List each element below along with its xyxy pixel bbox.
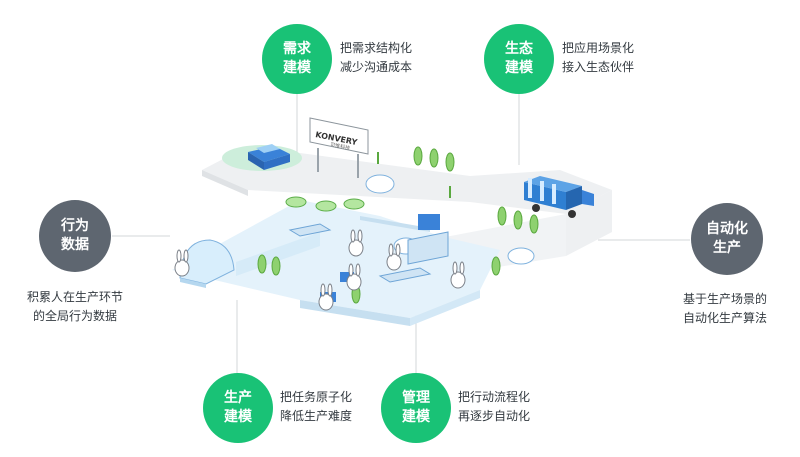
road-top bbox=[202, 146, 612, 214]
node-demand-modeling: 需求 建模 bbox=[262, 24, 332, 94]
desc-production-line2: 降低生产难度 bbox=[280, 409, 353, 423]
node-demand-line1: 需求 bbox=[283, 41, 311, 57]
node-automated-production: 自动化 生产 bbox=[691, 203, 763, 275]
node-management-modeling: 管理 建模 bbox=[381, 373, 451, 443]
node-ecosystem-line2: 建模 bbox=[505, 60, 533, 76]
desc-ecosystem: 把应用场景化 接入生态伙伴 bbox=[562, 39, 634, 77]
mascot-icons bbox=[174, 229, 466, 311]
desc-management: 把行动流程化 再逐步自动化 bbox=[458, 388, 530, 426]
desc-automation: 基于生产场景的 自动化生产算法 bbox=[650, 290, 800, 328]
node-automation-line2: 生产 bbox=[713, 240, 741, 256]
desc-production-line1: 把任务原子化 bbox=[280, 390, 353, 404]
node-production-line1: 生产 bbox=[224, 390, 252, 406]
node-management-line2: 建模 bbox=[402, 409, 430, 425]
desc-behavior: 积累人在生产环节 的全局行为数据 bbox=[0, 288, 150, 326]
road-right bbox=[566, 190, 612, 256]
desc-demand: 把需求结构化 减少沟通成本 bbox=[340, 39, 412, 77]
billboard-sub: 可惟科技 bbox=[330, 141, 351, 152]
node-production-line2: 建模 bbox=[224, 409, 252, 425]
node-behavior-line1: 行为 bbox=[61, 218, 89, 234]
desc-demand-line1: 把需求结构化 bbox=[340, 41, 413, 55]
node-automation-line1: 自动化 bbox=[706, 221, 748, 237]
desc-automation-line1: 基于生产场景的 bbox=[682, 292, 767, 306]
node-behavior-line2: 数据 bbox=[61, 237, 89, 253]
lamp-posts bbox=[377, 152, 451, 198]
desc-management-line2: 再逐步自动化 bbox=[458, 409, 531, 423]
billboard bbox=[309, 117, 369, 178]
desc-ecosystem-line2: 接入生态伙伴 bbox=[562, 60, 635, 74]
truck-icon bbox=[524, 176, 594, 218]
desc-management-line1: 把行动流程化 bbox=[458, 390, 531, 404]
node-management-line1: 管理 bbox=[402, 390, 430, 406]
car-icon bbox=[248, 144, 290, 170]
desc-demand-line2: 减少沟通成本 bbox=[340, 60, 413, 74]
node-production-modeling: 生产 建模 bbox=[203, 373, 273, 443]
node-demand-line2: 建模 bbox=[283, 60, 311, 76]
desc-ecosystem-line1: 把应用场景化 bbox=[562, 41, 635, 55]
node-behavior-data: 行为 数据 bbox=[39, 200, 111, 272]
desc-automation-line2: 自动化生产算法 bbox=[682, 311, 767, 325]
round-tables bbox=[285, 196, 365, 212]
desc-production: 把任务原子化 降低生产难度 bbox=[280, 388, 352, 426]
desc-behavior-line2: 的全局行为数据 bbox=[32, 309, 117, 323]
cloud-icon bbox=[365, 174, 535, 265]
node-ecosystem-modeling: 生态 建模 bbox=[484, 24, 554, 94]
desc-behavior-line1: 积累人在生产环节 bbox=[26, 290, 123, 304]
node-ecosystem-line1: 生态 bbox=[505, 41, 533, 57]
